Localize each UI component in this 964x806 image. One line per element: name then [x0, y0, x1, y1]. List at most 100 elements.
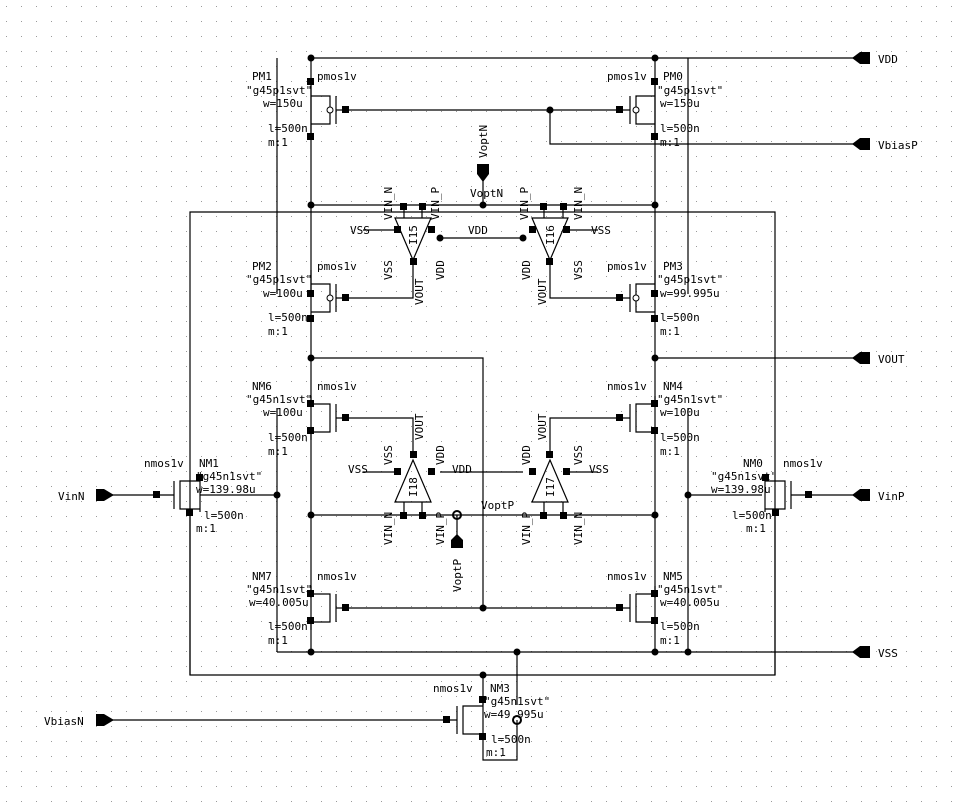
nm3-gate-junction-dot: [512, 715, 522, 725]
nm3-name-label: NM3: [490, 682, 510, 695]
nm1-model-label: "g45n1svt": [196, 470, 262, 483]
nm6-model-label: "g45n1svt": [246, 393, 312, 406]
nm0-width-label: w=139.98u: [711, 483, 771, 496]
port-voptp-label: VoptP: [451, 559, 464, 592]
transistor-nm6[interactable]: nmos1v NM6 "g45n1svt" w=100u l=500n m:1: [246, 380, 357, 458]
nm1-name-label: NM1: [199, 457, 219, 470]
nm7-mult-label: m:1: [268, 634, 288, 647]
nm5-name-label: NM5: [663, 570, 683, 583]
port-voptn[interactable]: VoptN: [477, 125, 490, 182]
pm2-length-label: l=500n: [268, 311, 308, 324]
i15-vin-n-label: VIN_N: [382, 187, 395, 220]
pm0-type-label: pmos1v: [607, 70, 647, 83]
port-vdd[interactable]: VDD: [852, 52, 898, 66]
nm0-name-label: NM0: [743, 457, 763, 470]
i15-vin-p-label: VIN_P: [429, 187, 442, 220]
amp-i18[interactable]: I18 VIN_N VIN_P VSS VDD VOUT: [382, 413, 447, 545]
net-label-vdd-upper: VDD: [468, 224, 488, 237]
amp-i17[interactable]: I17 VIN_P VIN_N VDD VSS VOUT: [520, 413, 585, 545]
nm3-width-label: w=49.995u: [484, 708, 544, 721]
i15-name-label: I15: [407, 225, 420, 245]
i15-vout-label: VOUT: [413, 278, 426, 305]
nm4-length-label: l=500n: [660, 431, 700, 444]
pm2-width-label: w=100u: [263, 287, 303, 300]
nm7-type-label: nmos1v: [317, 570, 357, 583]
port-vinn-label: VinN: [58, 490, 85, 503]
nm0-mult-label: m:1: [746, 522, 766, 535]
i16-vin-n-label: VIN_N: [572, 187, 585, 220]
transistor-nm0[interactable]: nmos1v NM0 "g45n1svt" w=139.98u l=500n m…: [711, 457, 823, 535]
nm1-mult-label: m:1: [196, 522, 216, 535]
nm5-type-label: nmos1v: [607, 570, 647, 583]
transistor-pm2[interactable]: pmos1v PM2 "g45p1svt" w=100u l=500n m:1: [246, 260, 357, 338]
port-vout[interactable]: VOUT: [852, 352, 905, 366]
port-vbiasn[interactable]: VbiasN: [44, 714, 114, 728]
nm6-type-label: nmos1v: [317, 380, 357, 393]
port-vss[interactable]: VSS: [852, 646, 898, 660]
transistor-nm1[interactable]: nmos1v NM1 "g45n1svt" w=139.98u l=500n m…: [144, 457, 262, 535]
pm3-model-label: "g45p1svt": [657, 273, 723, 286]
junction-dots: [273, 54, 692, 679]
port-vinn[interactable]: VinN: [58, 489, 114, 503]
nm0-length-label: l=500n: [732, 509, 772, 522]
wires: [110, 57, 855, 761]
nm1-length-label: l=500n: [204, 509, 244, 522]
pm1-width-label: w=150u: [263, 97, 303, 110]
nm6-mult-label: m:1: [268, 445, 288, 458]
nm0-model-label: "g45n1svt": [711, 470, 777, 483]
port-vout-label: VOUT: [878, 353, 905, 366]
transistor-nm4[interactable]: nmos1v NM4 "g45n1svt" w=100u l=500n m:1: [607, 380, 723, 458]
port-vbiasn-label: VbiasN: [44, 715, 84, 728]
pm1-type-label: pmos1v: [317, 70, 357, 83]
pm2-model-label: "g45p1svt": [246, 273, 312, 286]
net-label-voptn: VoptN: [470, 187, 503, 200]
i17-name-label: I17: [544, 477, 557, 497]
transistor-pm1[interactable]: pmos1v PM1 "g45p1svt" w=150u l=500n m:1: [246, 70, 357, 149]
pm3-type-label: pmos1v: [607, 260, 647, 273]
nm3-type-label: nmos1v: [433, 682, 473, 695]
net-label-vss-upper-left: VSS: [350, 224, 370, 237]
nm1-type-label: nmos1v: [144, 457, 184, 470]
pm1-length-label: l=500n: [268, 122, 308, 135]
i16-vdd-label: VDD: [520, 260, 533, 280]
pm3-length-label: l=500n: [660, 311, 700, 324]
port-vinp[interactable]: VinP: [852, 489, 905, 503]
transistor-nm5[interactable]: nmos1v NM5 "g45n1svt" w=40.005u l=500n m…: [607, 570, 723, 647]
amp-i15[interactable]: I15 VIN_N VIN_P VSS VDD VOUT: [382, 187, 447, 305]
nm7-name-label: NM7: [252, 570, 272, 583]
nm4-model-label: "g45n1svt": [657, 393, 723, 406]
i18-vout-label: VOUT: [413, 413, 426, 440]
nm7-length-label: l=500n: [268, 620, 308, 633]
transistor-nm3[interactable]: nmos1v NM3 "g45n1svt" w=49.995u l=500n m…: [433, 682, 550, 759]
pm1-model-label: "g45p1svt": [246, 84, 312, 97]
pm3-name-label: PM3: [663, 260, 683, 273]
i16-vss-label: VSS: [572, 260, 585, 280]
i15-vdd-label: VDD: [434, 260, 447, 280]
transistor-pm3[interactable]: pmos1v PM3 "g45p1svt" w=99.995u l=500n m…: [607, 260, 723, 338]
port-voptp[interactable]: VoptP: [451, 534, 464, 592]
transistor-nm7[interactable]: nmos1v NM7 "g45n1svt" w=40.005u l=500n m…: [246, 570, 357, 647]
port-vinp-label: VinP: [878, 490, 905, 503]
amp-i16[interactable]: I16 VIN_P VIN_N VDD VSS VOUT: [518, 187, 585, 305]
net-label-vss-lower-left: VSS: [348, 463, 368, 476]
nm7-model-label: "g45n1svt": [246, 583, 312, 596]
nm1-width-label: w=139.98u: [196, 483, 256, 496]
i16-vout-label: VOUT: [536, 278, 549, 305]
pm1-name-label: PM1: [252, 70, 272, 83]
i16-vin-p-label: VIN_P: [518, 187, 531, 220]
i17-vdd-label: VDD: [520, 445, 533, 465]
nm5-model-label: "g45n1svt": [657, 583, 723, 596]
net-label-voptp: VoptP: [481, 499, 514, 512]
pm3-mult-label: m:1: [660, 325, 680, 338]
net-label-vss-lower-right: VSS: [589, 463, 609, 476]
i15-vss-label: VSS: [382, 260, 395, 280]
transistor-pm0[interactable]: pmos1v PM0 "g45p1svt" w=150u l=500n m:1: [607, 70, 723, 149]
i17-vin-n-label: VIN_N: [572, 512, 585, 545]
nm4-mult-label: m:1: [660, 445, 680, 458]
i16-name-label: I16: [544, 225, 557, 245]
port-vbiasp[interactable]: VbiasP: [852, 138, 918, 152]
nm3-model-label: "g45n1svt": [484, 695, 550, 708]
nm7-width-label: w=40.005u: [249, 596, 309, 609]
port-vss-label: VSS: [878, 647, 898, 660]
